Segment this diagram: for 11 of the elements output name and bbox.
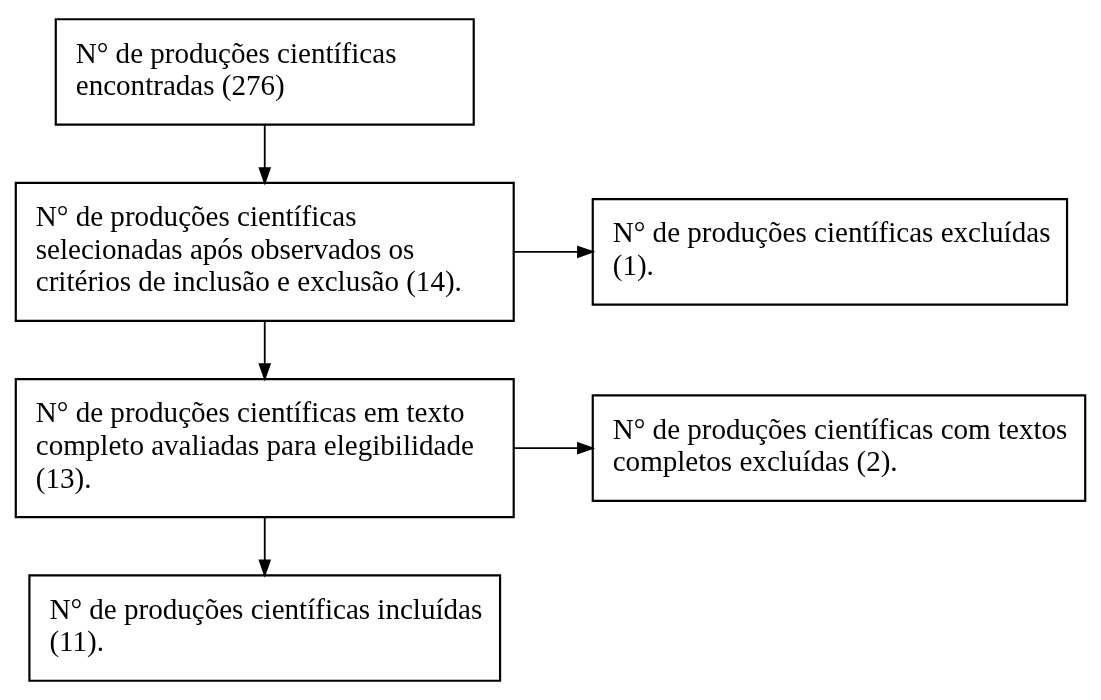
arrow [258,320,272,382]
node-box: N° de produções científicas com textos completos excluídas (2). [591,394,1087,502]
node-box: N° de produções científicas encontradas (276) [54,18,475,126]
arrow [512,441,596,455]
arrow [513,245,596,259]
node-box: N° de produções científicas em texto completo avaliadas para elegibilidade (13). [14,378,515,519]
node-box: N° de produções científicas excluídas (1). [591,198,1069,306]
arrow [258,516,272,578]
node-box: N° de produções científicas selecionadas após observados os critérios de inclusão e exclusão (14). [14,181,515,322]
arrow [258,123,272,186]
node-box: N° de produções científicas incluídas (11). [28,574,502,682]
